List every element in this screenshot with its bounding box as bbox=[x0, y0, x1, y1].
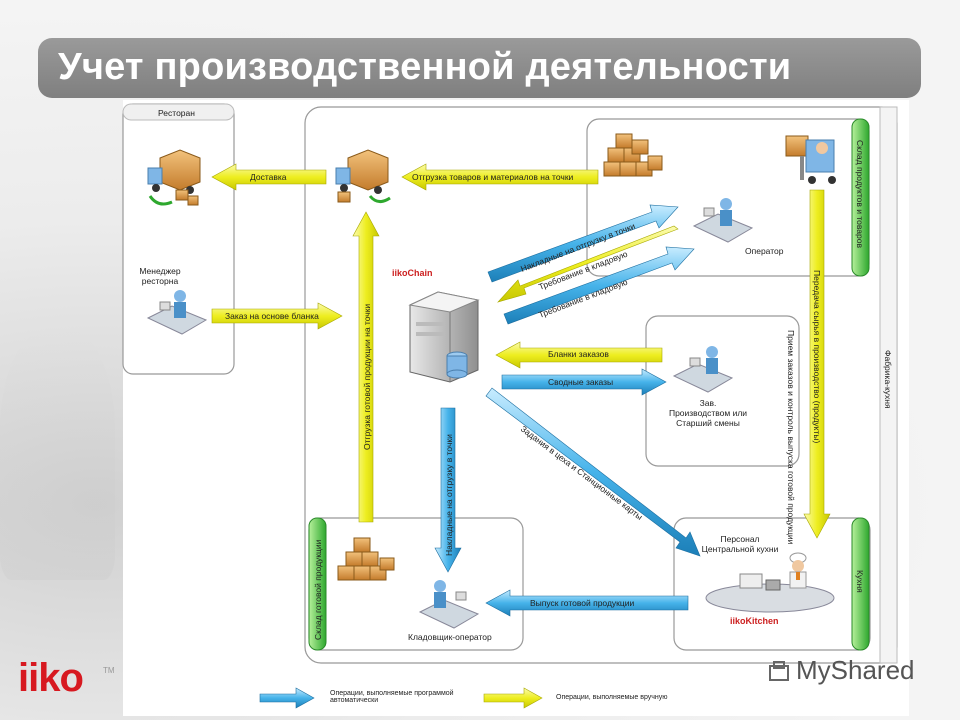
watermark-text: MyShared bbox=[796, 655, 915, 685]
legend-manual-label: Операции, выполняемые вручную bbox=[556, 694, 668, 701]
boxes-icon-warehouse bbox=[603, 133, 663, 177]
title-bar bbox=[38, 38, 921, 98]
label-kitchen: Кухня bbox=[855, 570, 865, 593]
arrow-summary-orders bbox=[501, 368, 667, 396]
watermark-icon bbox=[769, 661, 789, 681]
label-central-kitchen-staff: Персонал Центральной кухни bbox=[701, 534, 779, 554]
finished-warehouse-green-tab bbox=[308, 517, 327, 651]
truck-icon-restaurant bbox=[147, 149, 201, 206]
label-finished-warehouse: Склад готовой продукции bbox=[313, 539, 323, 640]
arrow-order-forms bbox=[495, 341, 663, 369]
label-summary-orders: Сводные заказы bbox=[548, 377, 614, 387]
arrow-delivery bbox=[211, 163, 327, 191]
label-warehouse-products: Склад продуктов и товаров bbox=[855, 140, 865, 248]
arrow-order-form bbox=[211, 302, 343, 330]
label-raw-transfer: Передача сырья в производство (продукты) bbox=[812, 270, 822, 443]
legend-auto-arrow bbox=[259, 687, 315, 709]
arrow-finished-shipping bbox=[352, 211, 380, 523]
label-finished-output: Выпуск готовой продукции bbox=[530, 598, 635, 608]
arrow-invoices-to-points bbox=[487, 204, 679, 283]
label-order-control: Прием заказов и контроль выпуска готовой… bbox=[786, 330, 796, 545]
kitchen-green-tab bbox=[851, 517, 870, 651]
background-glass-image bbox=[0, 330, 115, 580]
arrow-tasks bbox=[485, 387, 701, 557]
truck-icon-factory bbox=[335, 149, 391, 203]
label-finished-shipping: Отгрузка готовой продукции на точки bbox=[362, 304, 372, 450]
person-icon-manager bbox=[146, 290, 208, 335]
forklift-icon bbox=[785, 135, 836, 184]
cook-icon bbox=[705, 552, 835, 613]
boxes-icon-finished bbox=[337, 537, 395, 581]
finished-warehouse-box bbox=[308, 517, 524, 651]
factory-side-strip bbox=[879, 106, 898, 664]
label-delivery: Доставка bbox=[250, 172, 287, 182]
arrow-invoices-down bbox=[434, 407, 462, 573]
label-shipping-goods: Отгрузка товаров и материалов на точки bbox=[412, 172, 574, 182]
label-storekeeper: Кладовщик-оператор bbox=[408, 632, 492, 642]
arrow-finished-output bbox=[485, 589, 689, 617]
label-iikokitchen: iikoKitchen bbox=[730, 616, 779, 626]
arrow-raw-transfer bbox=[803, 189, 831, 539]
arrow-request-2 bbox=[503, 246, 695, 325]
label-order-control-text: Прием заказов и контроль выпуска готовой… bbox=[786, 330, 796, 545]
warehouse-products-green-tab bbox=[851, 118, 870, 277]
label-order-form: Заказ на основе бланка bbox=[225, 311, 319, 321]
iiko-logo-tm: TM bbox=[103, 666, 115, 675]
label-restaurant: Ресторан bbox=[158, 108, 195, 118]
label-invoices-down: Накладные на отгрузку в точки bbox=[444, 434, 454, 556]
person-icon-operator bbox=[692, 198, 754, 243]
production-head-box bbox=[645, 315, 800, 467]
arrow-shipping-goods bbox=[401, 163, 599, 191]
server-icon bbox=[408, 291, 480, 383]
label-production-head: Зав. Производством или Старший смены bbox=[668, 398, 748, 428]
label-factory: Фабрика-кухня bbox=[883, 350, 893, 409]
person-icon-production-head bbox=[672, 346, 734, 393]
legend-auto-label: Операции, выполняемые программой автомат… bbox=[330, 690, 454, 704]
legend-manual-arrow bbox=[483, 687, 543, 709]
label-operator: Оператор bbox=[745, 246, 784, 256]
restaurant-box bbox=[122, 103, 235, 375]
label-order-forms: Бланки заказов bbox=[548, 349, 609, 359]
label-manager: Менеджер ресторна bbox=[139, 266, 181, 286]
restaurant-header bbox=[122, 103, 235, 121]
person-icon-storekeeper bbox=[418, 580, 480, 629]
arrow-request-1 bbox=[497, 225, 679, 303]
label-iikochain: iikoChain bbox=[392, 268, 433, 278]
page-title: Учет производственной деятельности bbox=[58, 46, 792, 88]
iiko-logo: iiko bbox=[18, 656, 84, 700]
